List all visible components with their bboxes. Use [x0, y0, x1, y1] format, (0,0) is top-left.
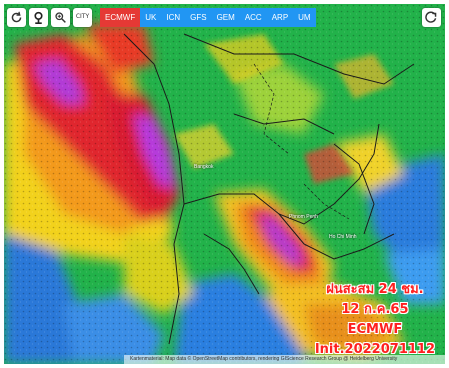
place-label-ho-chi-minh: Ho Chi Minh — [329, 234, 357, 240]
zoom-icon — [55, 11, 66, 23]
share-icon — [425, 11, 437, 23]
model-tab-icn[interactable]: ICN — [161, 7, 186, 27]
toolbar: CITY ECMWF UK ICN GFS GEM ACC ARP UM — [4, 4, 445, 30]
model-tab-gfs[interactable]: GFS — [185, 7, 212, 27]
city-toggle-button[interactable]: CITY — [73, 7, 92, 27]
caption-model: ECMWF — [347, 322, 403, 337]
model-tab-arp[interactable]: ARP — [266, 7, 294, 27]
caption-init-time: Init.2022071112 — [314, 342, 435, 357]
model-tab-um[interactable]: UM — [293, 7, 316, 27]
caption-rain-accumulation: ฝนสะสม 24 ชม. — [326, 282, 424, 297]
place-label-bangkok: Bangkok — [194, 164, 214, 170]
forecast-map-frame: Bangkok Phnom Penh Ho Chi Minh CITY ECMW… — [4, 4, 445, 364]
place-label-phnom-penh: Phnom Penh — [289, 214, 318, 220]
refresh-icon — [11, 11, 22, 22]
refresh-button[interactable] — [7, 7, 26, 27]
model-tab-uk[interactable]: UK — [140, 7, 162, 27]
model-tabs: ECMWF UK ICN GFS GEM ACC ARP UM — [100, 7, 316, 27]
caption-date: 12 ก.ค.65 — [341, 302, 409, 317]
city-toggle-label: CITY — [75, 13, 90, 20]
location-pin-icon — [34, 11, 43, 24]
share-button[interactable] — [422, 8, 441, 27]
rainfall-map[interactable] — [4, 4, 445, 364]
zoom-button[interactable] — [51, 7, 70, 27]
forecast-caption: ฝนสะสม 24 ชม. 12 ก.ค.65 ECMWF Init.20220… — [315, 280, 435, 360]
model-tab-gem[interactable]: GEM — [211, 7, 240, 27]
model-tab-acc[interactable]: ACC — [239, 7, 267, 27]
location-button[interactable] — [29, 7, 48, 27]
model-tab-ecmwf[interactable]: ECMWF — [100, 7, 141, 27]
map-attribution: Kartenmaterial: Map data © OpenStreetMap… — [124, 355, 445, 364]
